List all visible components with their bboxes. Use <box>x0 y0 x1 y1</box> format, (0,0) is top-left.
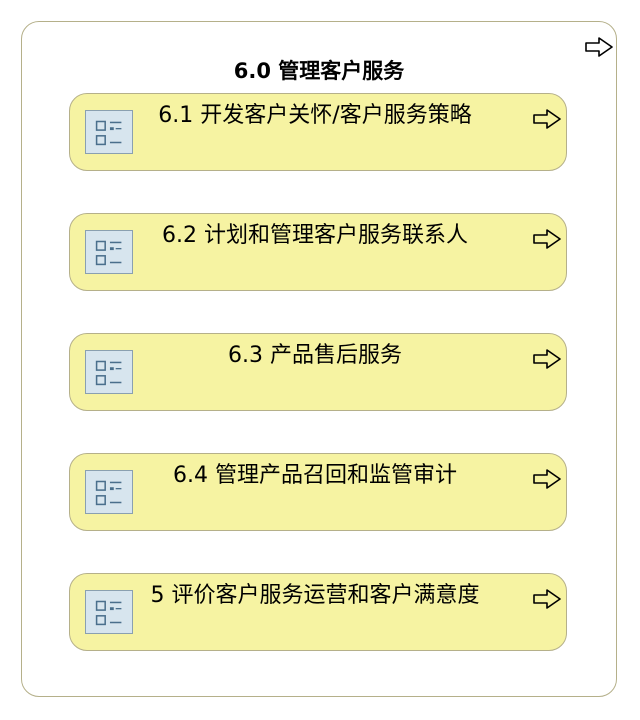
subprocess-label: 5 评价客户服务运营和客户满意度 <box>150 583 480 608</box>
subprocess-card-6-5[interactable]: 5 评价客户服务运营和客户满意度 <box>69 573 567 651</box>
drilldown-arrow-icon[interactable] <box>532 469 562 489</box>
subprocess-card-6-1[interactable]: 6.1 开发客户关怀/客户服务策略 <box>69 93 567 171</box>
subprocess-label: 6.3 产品售后服务 <box>228 343 402 368</box>
process-list-icon <box>85 230 133 274</box>
drilldown-arrow-icon[interactable] <box>532 589 562 609</box>
drilldown-arrow-icon[interactable] <box>532 229 562 249</box>
process-list-icon <box>85 590 133 634</box>
process-list-icon <box>85 470 133 514</box>
subprocess-card-6-4[interactable]: 6.4 管理产品召回和监管审计 <box>69 453 567 531</box>
drilldown-arrow-icon[interactable] <box>532 109 562 129</box>
drilldown-arrow-icon[interactable] <box>532 349 562 369</box>
subprocess-label: 6.1 开发客户关怀/客户服务策略 <box>158 103 472 128</box>
subprocess-label: 6.2 计划和管理客户服务联系人 <box>162 223 468 248</box>
process-list-icon <box>85 350 133 394</box>
drilldown-arrow-icon[interactable] <box>584 37 614 57</box>
subprocess-label: 6.4 管理产品召回和监管审计 <box>173 463 457 488</box>
subprocess-card-6-2[interactable]: 6.2 计划和管理客户服务联系人 <box>69 213 567 291</box>
process-list-icon <box>85 110 133 154</box>
subprocess-card-6-3[interactable]: 6.3 产品售后服务 <box>69 333 567 411</box>
process-title: 6.0 管理客户服务 <box>233 59 405 83</box>
